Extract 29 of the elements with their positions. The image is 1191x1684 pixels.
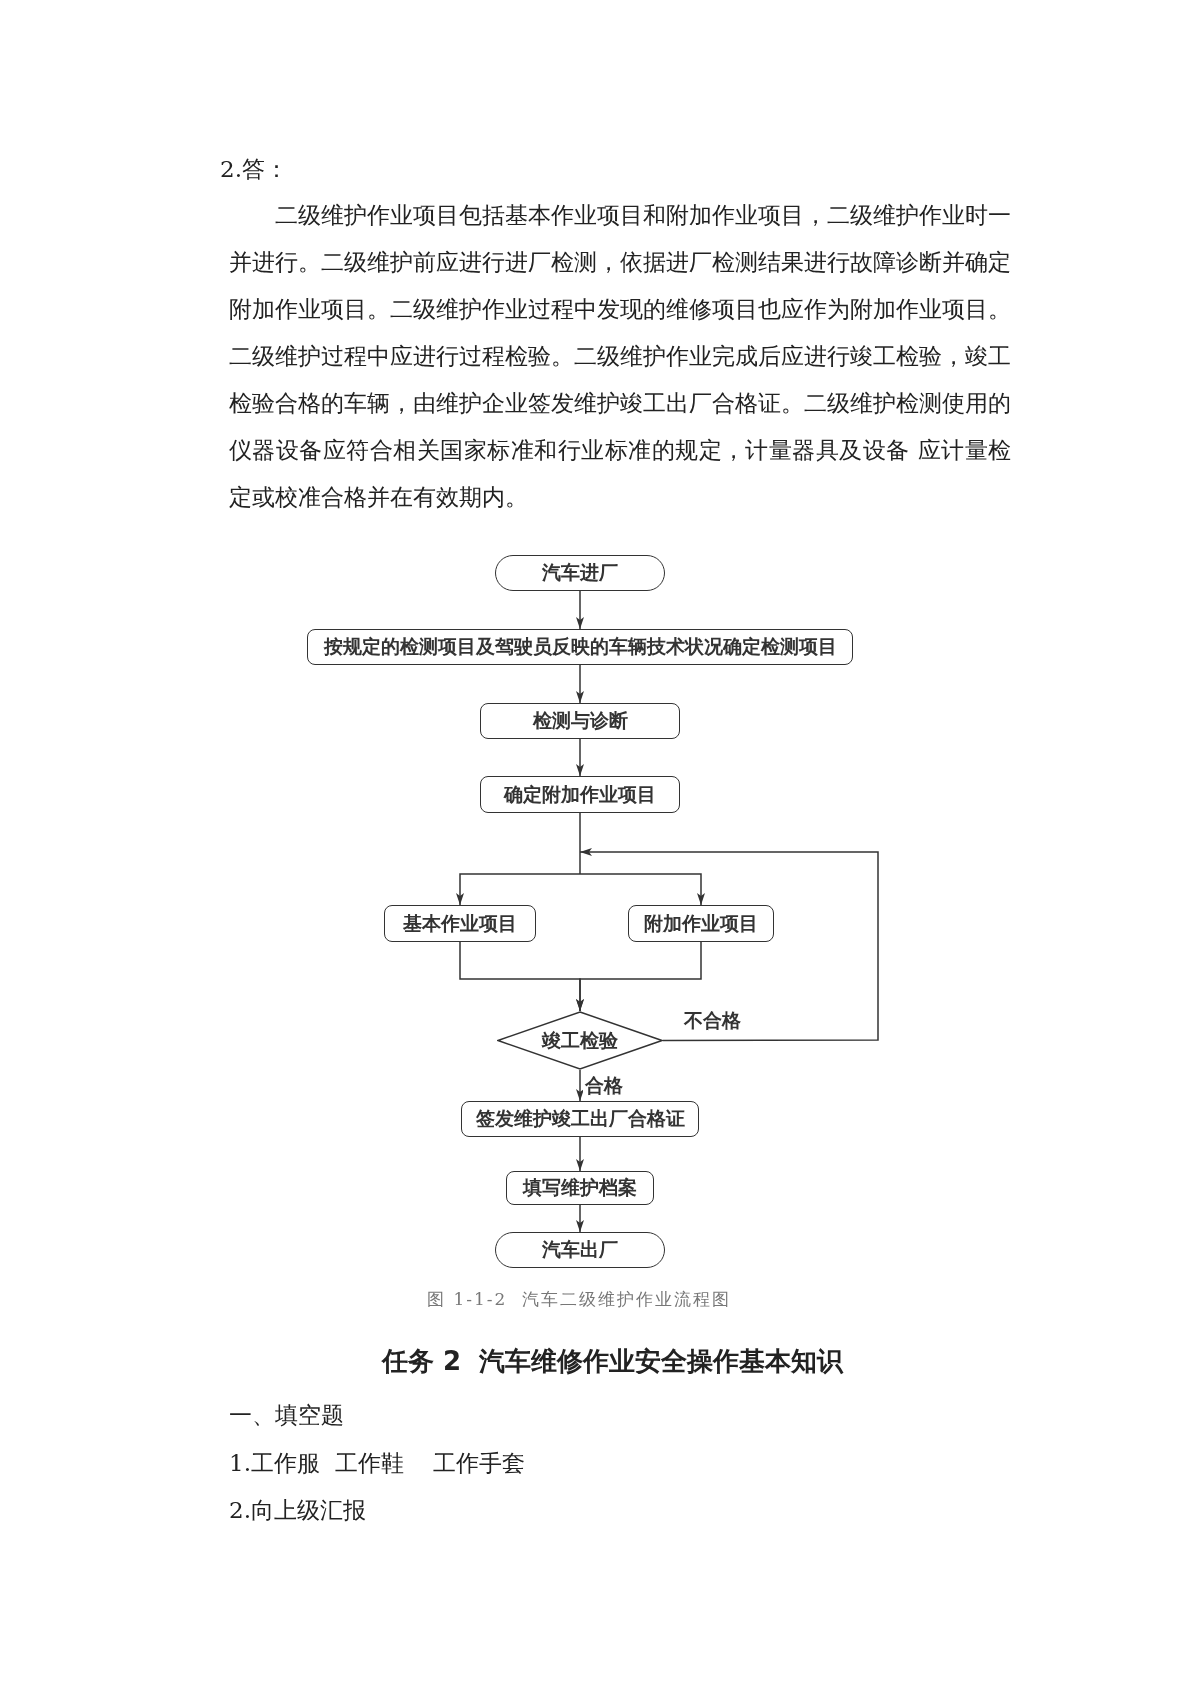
edge-label: 不合格 bbox=[682, 1008, 743, 1032]
arrow bbox=[576, 664, 584, 704]
section-heading: 任务 2 汽车维修作业安全操作基本知识 bbox=[382, 1346, 844, 1376]
answer-paragraph: 二级维护作业项目包括基本作业项目和附加作业项目，二级维护作业时一并进行。二级维护前应进行进厂检测，依据进厂检测结果进行故障诊断并确定附加作业项目。二级维护作业过程中发现的维修项目也应作为附加作业项目。二级维护过程中应进行过程检验。二级维护作业完成后应进行竣工检验，竣工检验合格的车辆，由维护企业签发维护竣工出厂合格证。二级维护检测使用的仪器设备应符合相关国家标准和行业标准的规定，计量器具及设备 应计量检定或校准合格并在有效期内。 bbox=[229, 201, 1011, 512]
arrow bbox=[576, 738, 584, 777]
arrow bbox=[576, 590, 584, 630]
question-heading: 一、填空题 bbox=[229, 1401, 344, 1430]
process-box: 附加作业项目 bbox=[628, 905, 774, 942]
terminal-box: 汽车进厂 bbox=[495, 555, 665, 591]
arrow bbox=[576, 1136, 584, 1172]
arrow bbox=[579, 873, 705, 906]
arrow bbox=[576, 941, 702, 1012]
answer-line: 1.工作服 工作鞋 工作手套 bbox=[229, 1449, 525, 1478]
terminal-box: 汽车出厂 bbox=[495, 1232, 665, 1268]
process-box: 检测与诊断 bbox=[480, 703, 680, 739]
process-box: 确定附加作业项目 bbox=[480, 776, 680, 813]
answer-line: 2.向上级汇报 bbox=[229, 1496, 366, 1525]
answer-number: 2.答： bbox=[220, 155, 288, 184]
decision-diamond: 竣工检验 bbox=[497, 1011, 663, 1070]
process-box: 基本作业项目 bbox=[384, 905, 536, 942]
arrow bbox=[579, 848, 879, 1042]
process-box: 填写维护档案 bbox=[506, 1171, 654, 1205]
edge-label: 合格 bbox=[583, 1073, 625, 1097]
arrow bbox=[576, 1204, 584, 1233]
process-box: 按规定的检测项目及驾驶员反映的车辆技术状况确定检测项目 bbox=[307, 629, 853, 665]
figure-caption: 图 1-1-2 汽车二级维护作业流程图 bbox=[427, 1288, 732, 1311]
process-box: 签发维护竣工出厂合格证 bbox=[461, 1101, 699, 1137]
arrow bbox=[456, 873, 581, 906]
arrow bbox=[576, 1069, 584, 1102]
